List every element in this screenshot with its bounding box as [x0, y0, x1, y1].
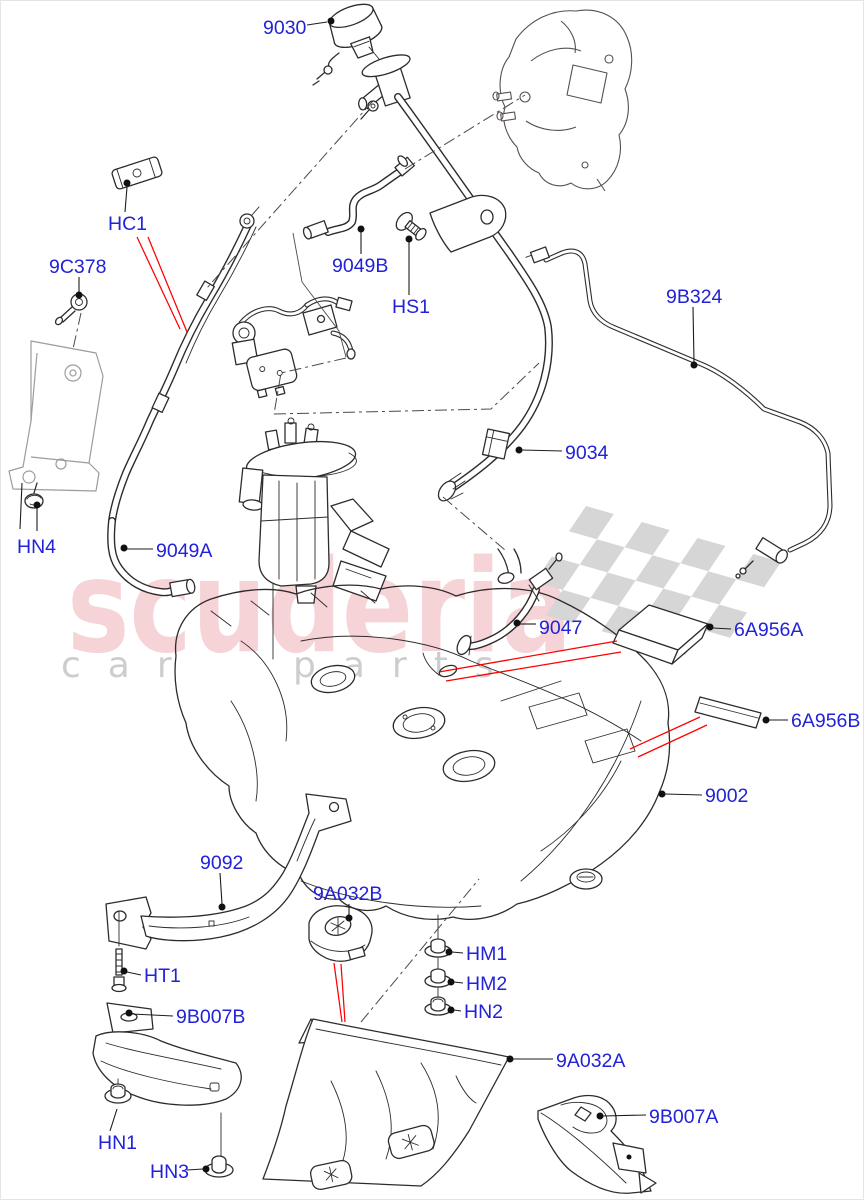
part-label-9a032b: 9A032B	[313, 883, 382, 905]
part-label-hm2: HM2	[466, 973, 507, 995]
tank-drain-cap	[569, 868, 603, 890]
washer-hm1	[424, 938, 452, 958]
stud-ht1	[111, 910, 127, 993]
leader-hn1	[109, 1108, 118, 1132]
grommet-9c378	[54, 293, 88, 350]
fuel-line-9b324	[525, 246, 833, 579]
part-label-9c378: 9C378	[49, 256, 106, 278]
part-label-9034: 9034	[565, 442, 609, 464]
tank-lock-ring-center	[392, 706, 446, 740]
clip-hc1	[111, 156, 163, 190]
asterisk-emblem	[330, 917, 346, 935]
washer-hm2	[424, 968, 452, 988]
bolt-hs1	[395, 211, 427, 241]
leader-hc1	[123, 179, 131, 213]
tank-strap	[105, 793, 352, 950]
tank-sticker-2	[584, 728, 636, 764]
leader-hm1	[445, 948, 464, 956]
leader-hm2	[447, 978, 464, 986]
leader-9049a	[120, 544, 153, 552]
nut-hn2	[424, 996, 452, 1016]
part-label-6a956a: 6A956A	[734, 619, 803, 641]
leader-9a032b	[345, 904, 353, 922]
part-labels: 9030 HC1 9C378 9049B HS1 9B324 9034 HN4 …	[17, 17, 860, 1183]
bracket-studs	[492, 91, 517, 122]
tank-inlet-spud	[497, 548, 522, 584]
filler-pipe	[358, 54, 553, 502]
part-label-hc1: HC1	[108, 213, 147, 235]
part-label-9030: 9030	[263, 17, 307, 39]
leader-6a956a	[706, 623, 732, 631]
leader-9b007a	[596, 1112, 647, 1120]
part-label-9a032a: 9A032A	[556, 1050, 625, 1072]
pipe-clamp-9034	[481, 428, 511, 460]
leader-hn4	[19, 482, 41, 531]
part-label-hn1: HN1	[98, 1132, 137, 1154]
part-label-hs1: HS1	[392, 296, 430, 318]
leader-6a956b	[762, 716, 788, 724]
part-label-ht1: HT1	[144, 965, 181, 987]
part-label-hn2: HN2	[464, 1001, 503, 1023]
leader-9047	[513, 619, 536, 627]
leader-9a032a	[506, 1055, 553, 1063]
part-label-9092: 9092	[200, 852, 243, 874]
heat-shield-main	[262, 1018, 510, 1191]
leader-ht1	[120, 967, 142, 976]
leader-9034	[515, 446, 563, 454]
leader-9b007b	[125, 1009, 174, 1017]
deflector-bracket-right	[537, 1094, 657, 1194]
leader-hn2	[447, 1006, 462, 1014]
part-label-6a956b: 6A956B	[791, 710, 860, 732]
kit-outline	[292, 232, 347, 358]
filler-hose-9047	[456, 552, 563, 656]
leader-9030	[306, 17, 335, 26]
fuel-pump-module	[238, 417, 390, 660]
insulator-pad-b	[694, 696, 762, 729]
leader-9049b	[357, 225, 365, 254]
part-label-hm1: HM1	[466, 943, 507, 965]
leader-9002	[658, 790, 703, 798]
tank-lock-ring-right	[442, 749, 496, 783]
part-label-hn3: HN3	[150, 1161, 189, 1183]
leader-hs1	[405, 235, 413, 295]
part-label-9b007a: 9B007A	[649, 1106, 718, 1128]
part-label-9b007b: 9B007B	[176, 1006, 245, 1028]
fuel-tank	[174, 548, 671, 920]
breather-hose-9049b	[302, 155, 415, 240]
leader-9b324	[690, 306, 698, 369]
shield-cap-9a032b	[308, 905, 373, 962]
part-label-hn4: HN4	[17, 536, 56, 558]
vent-pipe-assembly	[107, 206, 260, 598]
tank-lock-ring-left	[310, 664, 356, 694]
fastener-stack	[424, 914, 452, 1016]
part-label-9b324: 9B324	[666, 286, 723, 308]
leaders	[19, 17, 788, 1173]
leader-9092	[218, 872, 226, 911]
fuel-filler-cap	[312, 3, 383, 86]
red-leaders	[136, 236, 708, 1023]
bracket-left-gray	[8, 340, 104, 492]
part-label-9049a: 9049A	[156, 540, 212, 562]
part-label-9002: 9002	[705, 785, 748, 807]
watermark-sub-left: car	[61, 645, 199, 686]
valve-assembly	[231, 296, 356, 399]
nut-hn3	[204, 1155, 234, 1178]
filler-pipe-ear	[429, 194, 507, 253]
nut-hn1	[104, 1078, 132, 1104]
part-label-9049b: 9049B	[332, 255, 388, 277]
line-end-sensor	[735, 536, 788, 579]
insulator-pad-a	[612, 604, 709, 665]
leader-hn3	[186, 1165, 210, 1173]
part-label-9047: 9047	[539, 617, 582, 639]
tank-sticker-1	[528, 692, 588, 730]
mounting-bracket-top	[492, 9, 633, 192]
leader-9c378	[75, 277, 83, 299]
